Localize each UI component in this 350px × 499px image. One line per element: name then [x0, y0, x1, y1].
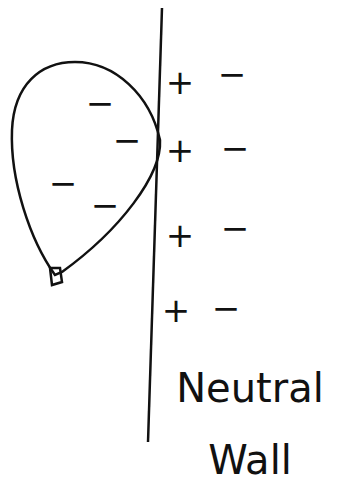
charge-sign: −	[113, 123, 142, 157]
charge-sign: −	[221, 211, 250, 245]
charge-sign: +	[166, 65, 195, 99]
wall-label: Neutral Wall	[165, 352, 335, 496]
charge-sign: −	[91, 188, 120, 222]
charge-sign: −	[86, 86, 115, 120]
charge-sign: +	[166, 218, 195, 252]
charge-sign: −	[212, 291, 241, 325]
charge-sign: +	[162, 293, 191, 327]
charge-sign: +	[166, 133, 195, 167]
wall-line	[148, 8, 162, 442]
charge-sign: −	[221, 131, 250, 165]
charge-sign: −	[218, 57, 247, 91]
balloon-knot	[50, 268, 62, 285]
charge-sign: −	[49, 166, 78, 200]
balloon-outline	[12, 62, 160, 275]
